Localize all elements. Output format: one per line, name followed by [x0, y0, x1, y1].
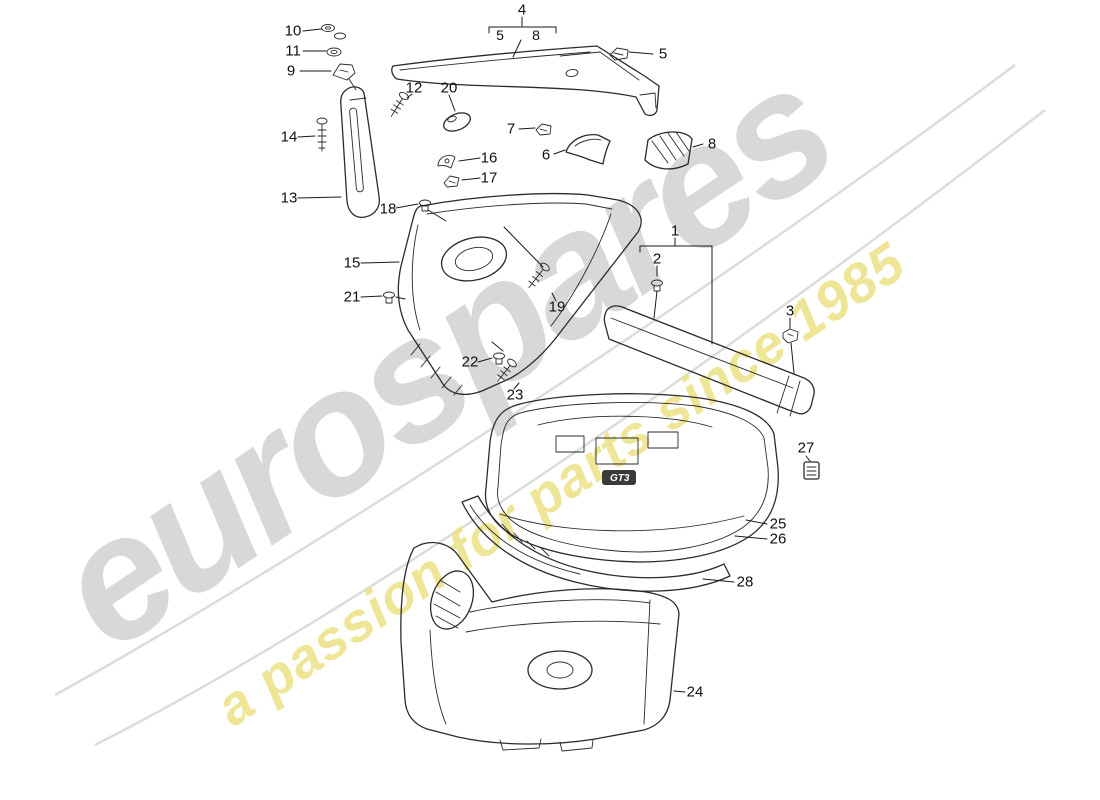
roof-rail-trim-drawing — [391, 45, 660, 117]
callout-4-sub-8[interactable]: 8 — [532, 27, 540, 43]
gt3-emblem-text: GT3 — [610, 473, 630, 484]
callout-11[interactable]: 11 — [285, 42, 301, 60]
callout-1[interactable]: 1 — [670, 222, 680, 240]
callout-5[interactable]: 5 — [658, 45, 668, 63]
callout-7[interactable]: 7 — [506, 120, 516, 138]
washer-drawing-10 — [321, 24, 346, 40]
bulkhead-trim-drawing-28 — [461, 495, 731, 592]
screw-drawing-14 — [316, 117, 328, 152]
callout-4[interactable]: 4 — [517, 1, 527, 19]
watermark-swoosh — [54, 63, 1046, 747]
callout-4-sub-5[interactable]: 5 — [496, 27, 504, 43]
callout-6[interactable]: 6 — [541, 146, 551, 164]
clip-drawing-17 — [443, 175, 460, 188]
screw-drawing-12 — [390, 91, 409, 117]
callout-13[interactable]: 13 — [280, 189, 298, 207]
callout-16[interactable]: 16 — [480, 149, 498, 167]
callout-2[interactable]: 2 — [652, 250, 662, 268]
mounting-plate-drawing-20 — [443, 112, 471, 132]
callout-24[interactable]: 24 — [686, 683, 704, 701]
callout-21[interactable]: 21 — [343, 288, 361, 306]
callout-17[interactable]: 17 — [480, 169, 498, 187]
clip-drawing-27 — [803, 461, 820, 480]
clip-drawing-7 — [535, 123, 552, 136]
gt3-emblem — [602, 470, 636, 485]
callout-9[interactable]: 9 — [286, 62, 296, 80]
parcel-shelf-drawing-25-26: GT3 — [484, 393, 779, 563]
callout-23[interactable]: 23 — [506, 386, 524, 404]
screw-drawing-19 — [528, 262, 550, 288]
callout-3[interactable]: 3 — [785, 302, 795, 320]
callout-19[interactable]: 19 — [548, 298, 566, 316]
callout-25[interactable]: 25 — [769, 515, 787, 533]
rear-window-trim-drawing-1 — [603, 305, 815, 417]
callout-8[interactable]: 8 — [707, 135, 717, 153]
grommet-drawing-21 — [383, 291, 395, 304]
callout-18[interactable]: 18 — [379, 200, 397, 218]
callout-10[interactable]: 10 — [284, 22, 302, 40]
washer-drawing-11 — [326, 47, 342, 57]
callout-22[interactable]: 22 — [461, 353, 479, 371]
grommet-drawing-22 — [493, 352, 505, 365]
luggage-liner-drawing-24 — [400, 541, 680, 752]
callout-20[interactable]: 20 — [440, 79, 458, 97]
callout-14[interactable]: 14 — [280, 128, 298, 146]
callout-27[interactable]: 27 — [797, 439, 815, 457]
trim-piece-drawing-6 — [565, 134, 611, 165]
callout-26[interactable]: 26 — [769, 530, 787, 548]
speaker-grille-drawing-8 — [644, 131, 693, 170]
callout-15[interactable]: 15 — [343, 254, 361, 272]
a-pillar-trim-drawing-13 — [340, 86, 381, 218]
callout-12[interactable]: 12 — [405, 79, 423, 97]
callout-28[interactable]: 28 — [736, 573, 754, 591]
clip-drawing-9 — [332, 63, 357, 91]
clip-drawing-5 — [609, 47, 629, 61]
screw-drawing-23 — [497, 358, 517, 382]
leader-lines — [297, 16, 811, 693]
clip-drawing-16 — [437, 155, 456, 169]
quarter-panel-trim-drawing-15 — [397, 192, 642, 396]
